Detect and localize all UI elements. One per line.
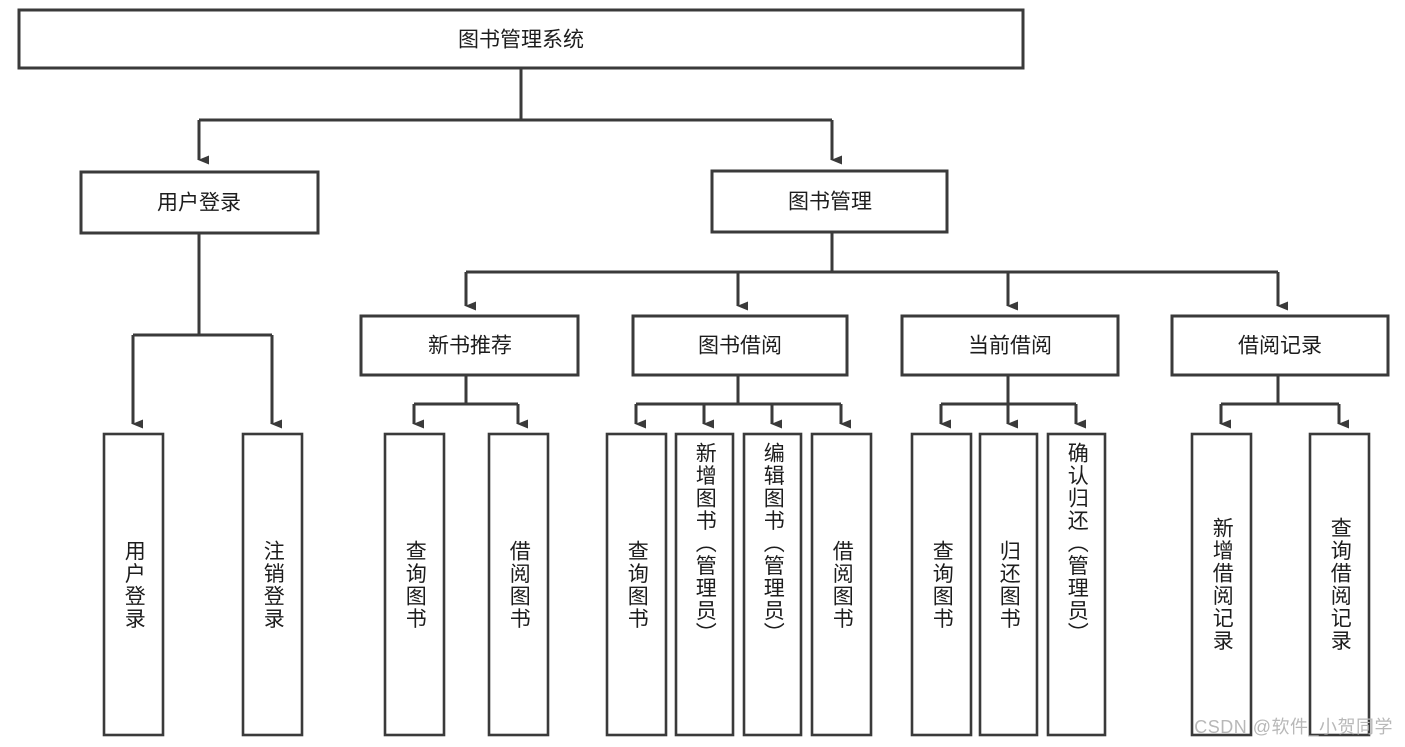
node-book-management-box[interactable] (710, 169, 949, 234)
leaf-query-book-2-box[interactable] (605, 432, 668, 737)
leaf-query-record-box[interactable] (1308, 432, 1371, 737)
node-borrow-record-label: 借阅记录 (1238, 335, 1322, 358)
node-new-book-recommend[interactable]: 新书推荐 (359, 314, 580, 377)
node-new-book-recommend-label: 新书推荐 (428, 335, 512, 358)
node-book-borrow-box[interactable] (631, 314, 849, 377)
leaf-query-book-1-box[interactable] (383, 432, 446, 737)
leaf-add-record-box[interactable] (1190, 432, 1253, 737)
node-current-borrow[interactable]: 当前借阅 (900, 314, 1120, 377)
connector-group-new-book-recommend (412, 375, 528, 429)
node-borrow-record-box[interactable] (1170, 314, 1390, 377)
node-user-login-label: 用户登录 (157, 192, 241, 215)
node-book-management[interactable]: 图书管理 (710, 169, 949, 234)
leaf-boxes (102, 432, 1371, 737)
leaf-return-book-box[interactable] (978, 432, 1039, 737)
node-new-book-recommend-box[interactable] (359, 314, 580, 377)
node-root[interactable]: 图书管理系统 (17, 8, 1025, 70)
node-borrow-record[interactable]: 借阅记录 (1170, 314, 1390, 377)
node-root-label: 图书管理系统 (458, 29, 584, 52)
connector-group-book-management (464, 232, 1288, 311)
node-user-login[interactable]: 用户登录 (79, 170, 320, 235)
leaf-borrow-book-2-box[interactable] (810, 432, 873, 737)
connector-group-root (197, 68, 842, 165)
leaf-user-logout-box[interactable] (241, 432, 304, 737)
leaf-borrow-book-1-box[interactable] (487, 432, 550, 737)
node-book-borrow-label: 图书借阅 (698, 335, 782, 358)
connector-group-current-borrow (939, 375, 1086, 429)
csdn-watermark: CSDN @软件_小贺同学 (1194, 717, 1393, 737)
node-user-login-box[interactable] (79, 170, 320, 235)
connector-group-user-login (131, 233, 282, 429)
node-book-management-label: 图书管理 (788, 191, 872, 214)
node-current-borrow-label: 当前借阅 (968, 335, 1052, 358)
node-current-borrow-box[interactable] (900, 314, 1120, 377)
leaf-user-login-box[interactable] (102, 432, 165, 737)
connector-group-borrow-record (1219, 375, 1349, 429)
leaf-confirm-return-box[interactable] (1046, 432, 1107, 737)
node-root-box[interactable] (17, 8, 1025, 70)
leaf-add-book-box[interactable] (674, 432, 735, 737)
node-book-borrow[interactable]: 图书借阅 (631, 314, 849, 377)
connector-group-book-borrow (634, 375, 851, 429)
leaf-edit-book-box[interactable] (742, 432, 803, 737)
leaf-query-book-3-box[interactable] (910, 432, 973, 737)
